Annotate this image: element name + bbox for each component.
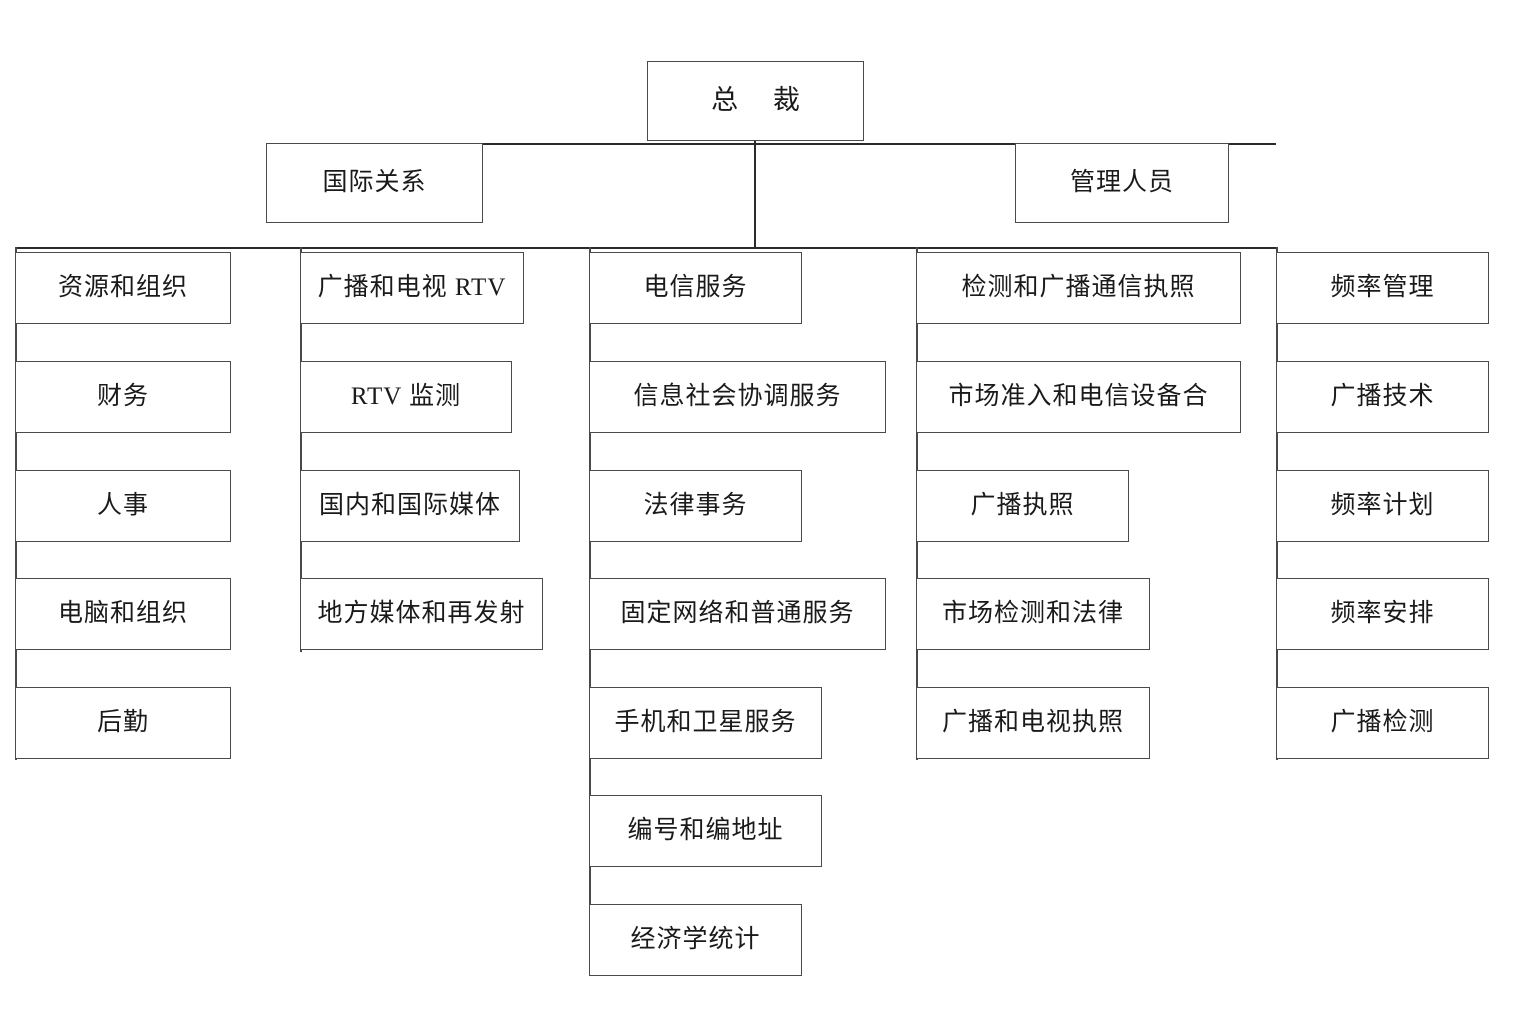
box-international-relations[interactable]: 国际关系 [266, 143, 483, 223]
box-frequency-arrangement[interactable]: 频率安排 [1276, 578, 1489, 650]
box-broadcast-technology[interactable]: 广播技术 [1276, 361, 1489, 433]
box-broadcast-monitoring[interactable]: 广播检测 [1276, 687, 1489, 759]
box-broadcast-license[interactable]: 广播执照 [916, 470, 1129, 542]
box-management-personnel[interactable]: 管理人员 [1015, 143, 1229, 223]
box-legal-affairs[interactable]: 法律事务 [589, 470, 802, 542]
box-personnel[interactable]: 人事 [15, 470, 231, 542]
box-president[interactable]: 总 裁 [647, 61, 864, 141]
box-information-society-coordination-services[interactable]: 信息社会协调服务 [589, 361, 886, 433]
box-resources-and-organization[interactable]: 资源和组织 [15, 252, 231, 324]
box-economic-statistics[interactable]: 经济学统计 [589, 904, 802, 976]
box-broadcasting-and-television-license[interactable]: 广播和电视执照 [916, 687, 1150, 759]
column-spine-2 [300, 247, 302, 652]
box-rtv-monitoring[interactable]: RTV 监测 [300, 361, 512, 433]
box-market-monitoring-and-law[interactable]: 市场检测和法律 [916, 578, 1150, 650]
box-finance[interactable]: 财务 [15, 361, 231, 433]
box-logistics[interactable]: 后勤 [15, 687, 231, 759]
box-fixed-network-and-general-services[interactable]: 固定网络和普通服务 [589, 578, 886, 650]
box-frequency-management[interactable]: 频率管理 [1276, 252, 1489, 324]
box-domestic-and-international-media[interactable]: 国内和国际媒体 [300, 470, 520, 542]
box-market-access-and-telecom-equipment[interactable]: 市场准入和电信设备合 [916, 361, 1241, 433]
box-mobile-and-satellite-services[interactable]: 手机和卫星服务 [589, 687, 822, 759]
connector-row2-bar [266, 143, 1276, 145]
box-telecommunication-services[interactable]: 电信服务 [589, 252, 802, 324]
box-broadcasting-and-television-rtv[interactable]: 广播和电视 RTV [300, 252, 524, 324]
box-monitoring-and-broadcast-communication-license[interactable]: 检测和广播通信执照 [916, 252, 1241, 324]
box-computer-and-organization[interactable]: 电脑和组织 [15, 578, 231, 650]
connector-row2-to-row3 [754, 143, 756, 249]
connector-row3-bar [15, 247, 1277, 249]
connector-root-down [754, 137, 756, 145]
box-local-media-and-retransmission[interactable]: 地方媒体和再发射 [300, 578, 543, 650]
box-numbering-and-addressing[interactable]: 编号和编地址 [589, 795, 822, 867]
box-frequency-planning[interactable]: 频率计划 [1276, 470, 1489, 542]
